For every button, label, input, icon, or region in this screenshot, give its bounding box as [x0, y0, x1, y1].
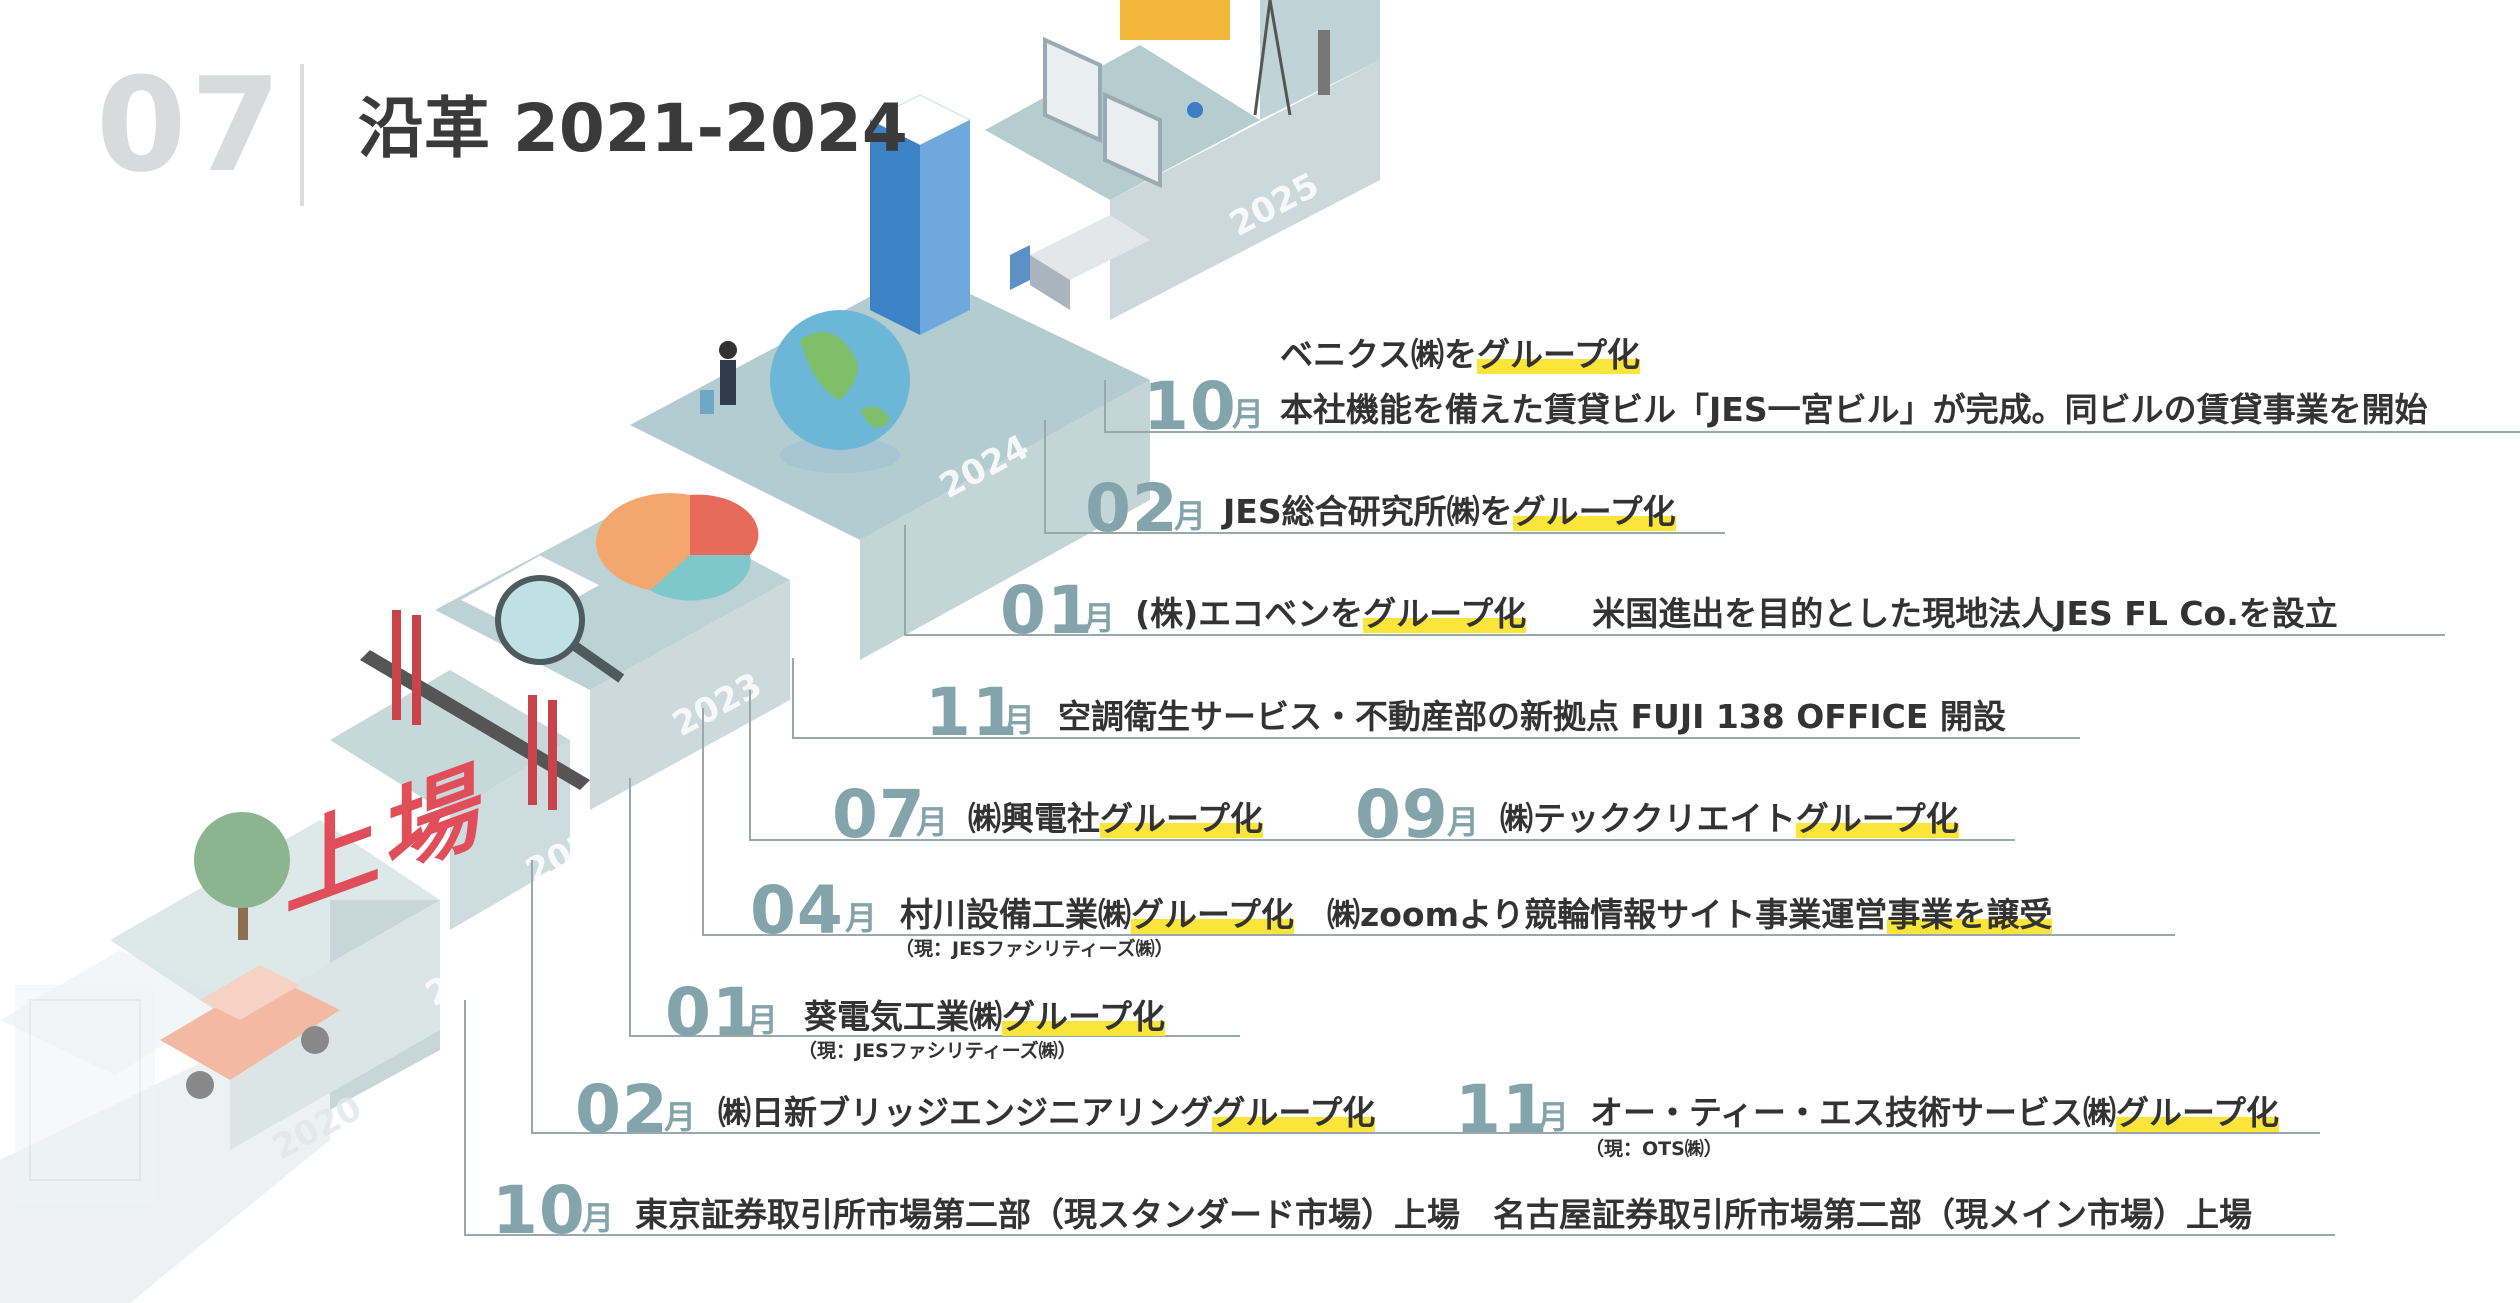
face-2022 — [450, 740, 570, 930]
event-text: 東京証券取引所市場第二部（現スタンダード市場）上場 名古屋証券取引所市場第二部（… — [635, 1195, 2252, 1234]
event-month: 01 — [665, 974, 759, 1051]
event-text: 空調衛生サービス・不動産部の新拠点 FUJI 138 OFFICE 開設 — [1058, 697, 2006, 736]
face-2023 — [590, 580, 790, 810]
step-2021-top — [110, 820, 440, 1020]
step-2022-top — [330, 670, 570, 815]
event-month-unit: 月 — [916, 803, 949, 841]
event-month-unit: 月 — [1174, 497, 1207, 535]
connector-2023-01 — [629, 778, 1240, 1037]
tree-illustration — [194, 812, 290, 940]
bridge-illustration — [360, 610, 590, 810]
event-text: 本社機能を備えた賃貸ビル「JES一宮ビル」が完成。同ビルの賃貸事業を開始 — [1280, 390, 2428, 429]
event-text: (株)エコベンをグループ化 米国進出を目的とした現地法人JES FL Co.を設… — [1135, 594, 2338, 633]
event-month: 07 — [832, 776, 926, 853]
event-text: ㈱テッククリエイトグループ化 — [1500, 799, 1959, 838]
event-month: 04 — [750, 872, 844, 949]
event-month-unit: 月 — [1447, 803, 1480, 841]
car-illustration — [160, 965, 340, 1099]
event-text: ベニクス㈱をグループ化 — [1280, 335, 1641, 374]
event-note: （現：JESファシリティーズ㈱） — [895, 938, 1174, 960]
connector-2024-10 — [1104, 380, 2520, 433]
face-2021b — [230, 900, 440, 1150]
office-building-illustration — [868, 94, 972, 335]
event-text: オー・ティー・エス技術サービス㈱グループ化 — [1590, 1093, 2280, 1132]
event-month-unit: 月 — [1537, 1098, 1570, 1136]
event-month: 02 — [1085, 470, 1179, 547]
connector-2023-11 — [792, 658, 2080, 739]
event-month-unit: 月 — [1083, 599, 1116, 637]
event-text: ㈱日新ブリッジエンジニアリンググループ化 — [718, 1093, 1376, 1132]
event-text: ㈱興電社グループ化 — [968, 799, 1264, 838]
event-note: （現：OTS㈱） — [1585, 1138, 1723, 1160]
event-month-unit: 月 — [845, 899, 878, 937]
connector-2024-02 — [1044, 420, 1725, 534]
framed-pictures-illustration — [1043, 36, 1203, 189]
event-month: 02 — [575, 1071, 669, 1148]
event-month-unit: 月 — [746, 1001, 779, 1039]
event-month: 11 — [925, 674, 1019, 751]
event-text: JES総合研究所㈱をグループ化 — [1223, 492, 1676, 531]
event-month: 09 — [1355, 776, 1449, 853]
header-divider — [300, 64, 304, 206]
event-note: （現：JESファシリティーズ㈱） — [798, 1040, 1077, 1062]
event-month: 10 — [492, 1172, 586, 1249]
connector-2022 — [531, 860, 2320, 1134]
pie-chart-illustration — [595, 493, 759, 601]
construction-illustration — [1120, 0, 1330, 116]
event-month-unit: 月 — [1232, 395, 1265, 433]
page-title: 沿革 2021-2024 — [358, 90, 908, 167]
businessman-illustration — [700, 341, 737, 414]
connector-2021 — [464, 1000, 2335, 1236]
event-month-unit: 月 — [664, 1098, 697, 1136]
event-month: 11 — [1455, 1071, 1549, 1148]
event-text: 葵電気工業㈱グループ化 — [804, 997, 1166, 1036]
event-month-unit: 月 — [1003, 701, 1036, 739]
city-sketch-illustration — [15, 985, 155, 1205]
event-month: 01 — [1000, 572, 1094, 649]
face-2025 — [1110, 60, 1380, 320]
event-month: 10 — [1143, 368, 1237, 445]
truck-illustration — [1010, 215, 1150, 310]
section-number: 07 — [96, 49, 285, 201]
connector-2024-01 — [904, 525, 2445, 636]
face-2024 — [860, 380, 1150, 660]
connector-2023-07 — [749, 690, 2015, 841]
event-text: 村川設備工業㈱グループ化 ㈱zoomより競輪情報サイト事業運営事業を譲受 — [900, 895, 2053, 934]
event-month-unit: 月 — [582, 1199, 615, 1237]
connector-2023-04 — [702, 708, 2175, 936]
magnifier-illustration — [458, 554, 625, 683]
globe-illustration — [770, 310, 910, 473]
